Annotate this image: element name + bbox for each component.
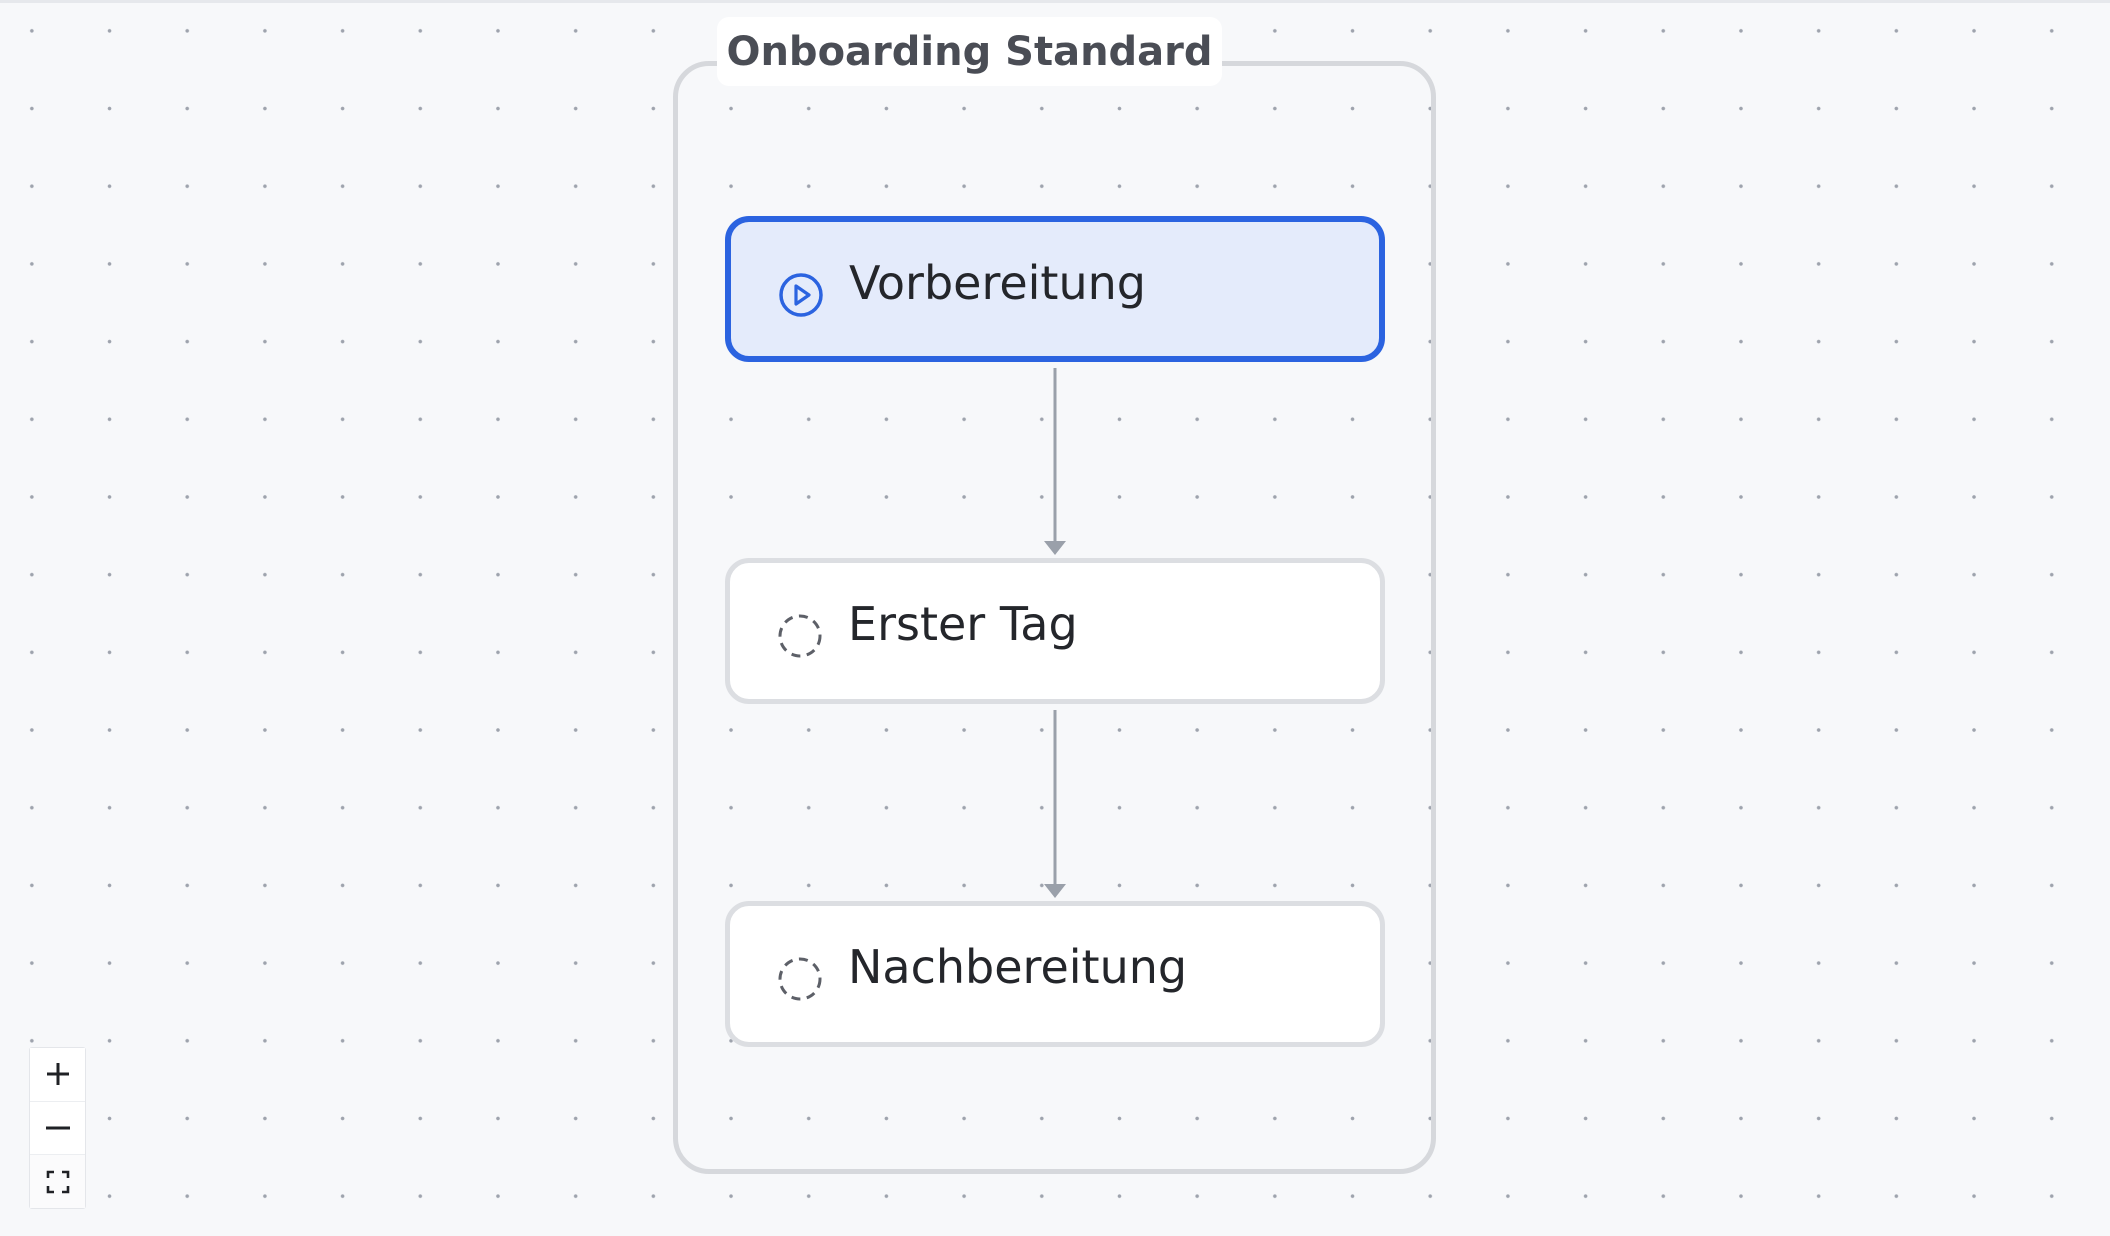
step-label: Vorbereitung	[849, 256, 1146, 310]
zoom-out-button[interactable]	[30, 1101, 85, 1156]
step-node-erster-tag[interactable]: Erster Tag	[725, 558, 1385, 704]
canvas-controls	[29, 1047, 86, 1209]
zoom-in-button[interactable]	[30, 1048, 85, 1102]
step-label: Nachbereitung	[848, 940, 1188, 994]
fit-view-icon	[46, 1170, 69, 1193]
step-node-vorbereitung[interactable]: Vorbereitung	[725, 216, 1385, 362]
dashed-circle-icon	[778, 957, 822, 1001]
step-node-nachbereitung[interactable]: Nachbereitung	[725, 901, 1385, 1047]
edge-vorbereitung-to-erster-tag	[1044, 368, 1066, 555]
dashed-circle-icon	[778, 614, 822, 658]
plus-icon	[46, 1063, 69, 1086]
minus-icon	[45, 1126, 70, 1130]
edge-erster-tag-to-nachbereitung	[1044, 710, 1066, 898]
workflow-group-title: Onboarding Standard	[717, 17, 1222, 86]
step-label: Erster Tag	[848, 597, 1078, 651]
play-circle-icon	[779, 273, 823, 317]
fit-view-button[interactable]	[30, 1155, 85, 1209]
top-border	[0, 0, 2110, 3]
